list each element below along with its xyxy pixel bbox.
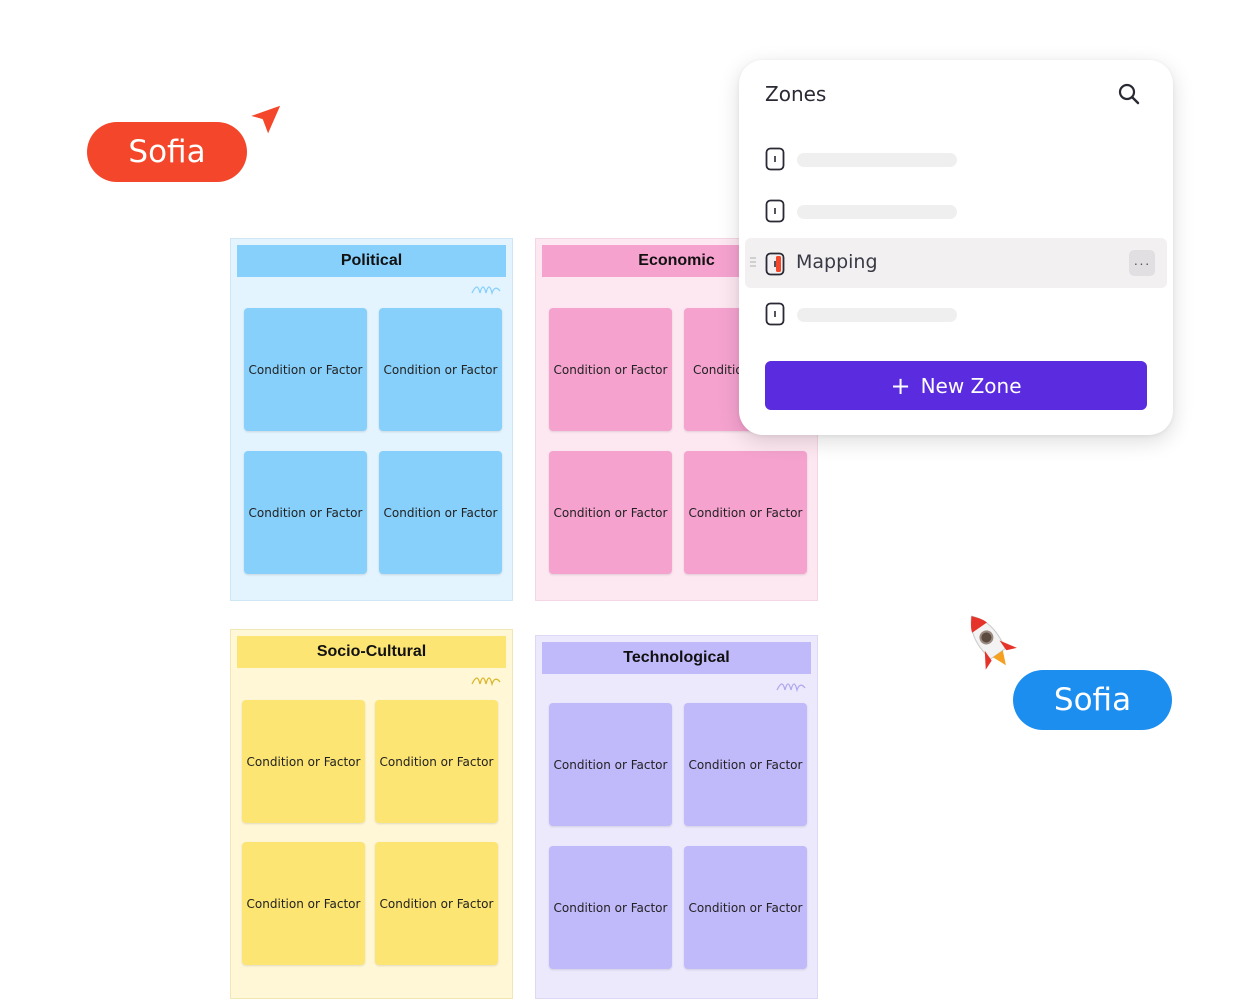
sticky-note[interactable]: Condition or Factor: [242, 842, 365, 965]
squiggle-decoration-icon: [776, 683, 806, 692]
zone-item[interactable]: [745, 133, 1167, 183]
zone-name: Mapping: [796, 251, 878, 273]
zone-item-mapping[interactable]: Mapping ···: [745, 238, 1167, 288]
sticky-note[interactable]: Condition or Factor: [375, 842, 498, 965]
zone-icon: [765, 147, 785, 171]
sticky-note[interactable]: Condition or Factor: [684, 451, 807, 574]
frame-socio-cultural[interactable]: Socio-Cultural Condition or Factor Condi…: [230, 629, 513, 999]
zone-name-placeholder: [797, 308, 957, 322]
zones-panel: Zones Mapping ··· + New Zone: [739, 60, 1173, 435]
zone-name-placeholder: [797, 205, 957, 219]
sticky-note[interactable]: Condition or Factor: [549, 703, 672, 826]
drag-handle-icon[interactable]: [749, 256, 757, 268]
squiggle-decoration-icon: [471, 286, 501, 295]
zone-icon: [765, 302, 785, 326]
sticky-note[interactable]: Condition or Factor: [379, 308, 502, 431]
squiggle-decoration-icon: [471, 677, 501, 686]
frame-political[interactable]: Political Condition or Factor Condition …: [230, 238, 513, 601]
plus-icon: +: [890, 371, 911, 400]
zones-panel-title: Zones: [765, 82, 827, 106]
zone-item[interactable]: [745, 185, 1167, 235]
sticky-note[interactable]: Condition or Factor: [549, 846, 672, 969]
zone-icon: [765, 252, 785, 276]
frame-title-political: Political: [237, 245, 506, 277]
sticky-note[interactable]: Condition or Factor: [549, 308, 672, 431]
sticky-note[interactable]: Condition or Factor: [684, 846, 807, 969]
cursor-label-sofia-blue: Sofia: [1013, 670, 1172, 730]
frame-title-technological: Technological: [542, 642, 811, 674]
zone-icon: [765, 199, 785, 223]
more-options-button[interactable]: ···: [1129, 250, 1155, 276]
search-icon[interactable]: [1117, 82, 1141, 106]
rocket-icon: [970, 615, 1017, 670]
sticky-note[interactable]: Condition or Factor: [684, 703, 807, 826]
new-zone-button[interactable]: + New Zone: [765, 361, 1147, 410]
frame-title-socio-cultural: Socio-Cultural: [237, 636, 506, 668]
cursor-label-sofia-red: Sofia: [87, 122, 247, 182]
sticky-note[interactable]: Condition or Factor: [244, 308, 367, 431]
zone-name-placeholder: [797, 153, 957, 167]
zone-item[interactable]: [745, 288, 1167, 338]
sticky-note[interactable]: Condition or Factor: [242, 700, 365, 823]
frame-technological[interactable]: Technological Condition or Factor Condit…: [535, 635, 818, 999]
sticky-note[interactable]: Condition or Factor: [549, 451, 672, 574]
sticky-note[interactable]: Condition or Factor: [379, 451, 502, 574]
sticky-note[interactable]: Condition or Factor: [244, 451, 367, 574]
new-zone-label: New Zone: [920, 373, 1022, 398]
sticky-note[interactable]: Condition or Factor: [375, 700, 498, 823]
cursor-arrow-icon: [247, 103, 283, 137]
